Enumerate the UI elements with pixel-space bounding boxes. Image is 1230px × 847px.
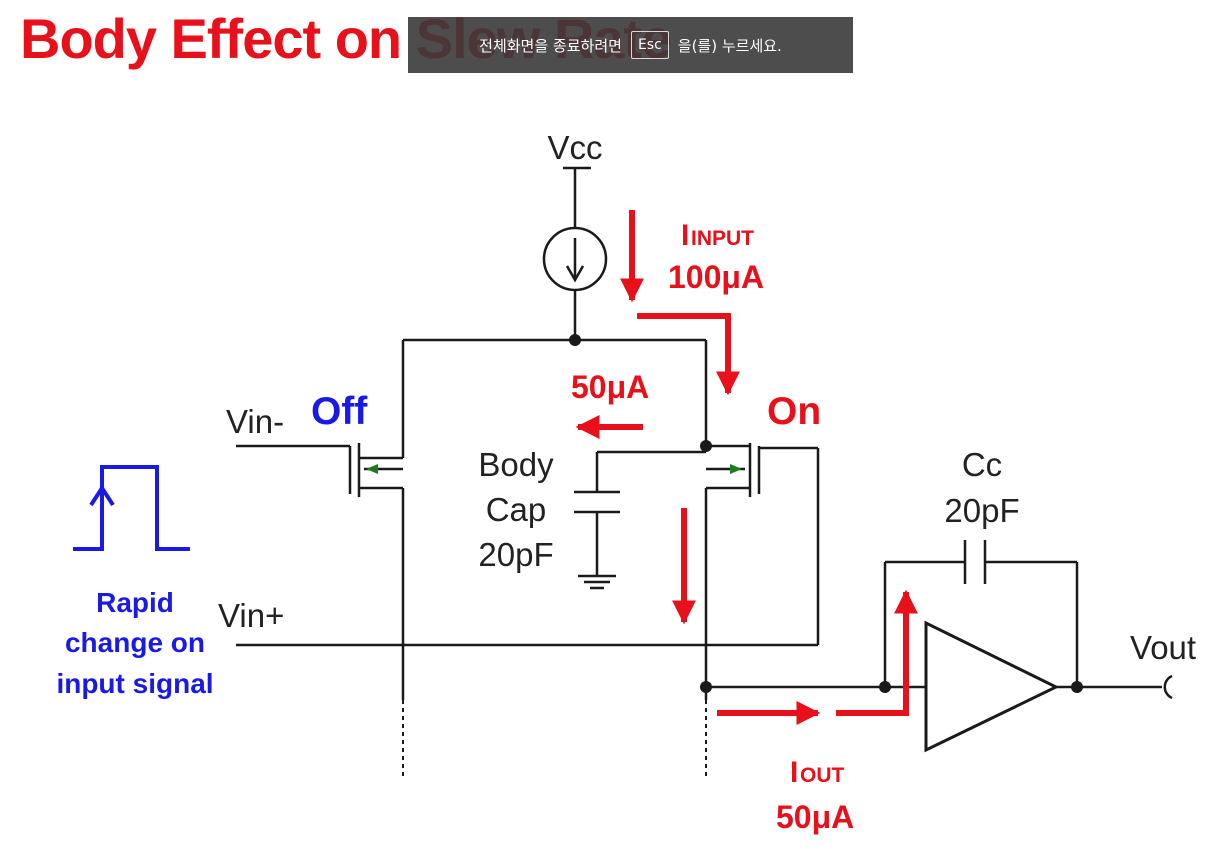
junction-dot <box>569 334 581 346</box>
junction-dot <box>700 681 712 693</box>
junction-dot <box>879 681 891 693</box>
input-current-symbol: I <box>681 219 689 252</box>
input-current-value: 100μA <box>668 259 764 295</box>
input-signal-caption-line2: change on <box>65 627 205 658</box>
body-cap-label-line1: Body <box>478 446 554 483</box>
vcc-label: Vcc <box>547 129 602 166</box>
body-capacitor <box>574 450 706 590</box>
junction-dot <box>1071 681 1083 693</box>
vout-label: Vout <box>1130 629 1196 666</box>
right-body-arrow-icon <box>730 464 742 474</box>
cc-label: Cc <box>962 446 1002 483</box>
junction-dot <box>700 440 712 452</box>
output-current-value: 50μA <box>776 799 854 835</box>
left-body-arrow-icon <box>366 464 378 474</box>
vin-plus-label: Vin+ <box>218 597 284 634</box>
right-transistor-state: On <box>767 390 821 433</box>
toast-text-before: 전체화면을 종료하려면 <box>479 36 622 55</box>
output-stage <box>706 540 1173 700</box>
right-transistor <box>704 443 820 700</box>
input-signal-caption-line3: input signal <box>56 668 213 699</box>
toast-text-after: 을(를) 누르세요. <box>677 36 782 55</box>
left-transistor <box>236 443 405 700</box>
output-current-subscript: OUT <box>800 764 845 787</box>
current-source <box>542 166 608 340</box>
body-cap-value: 20pF <box>478 536 553 573</box>
amplifier-triangle <box>924 620 1060 753</box>
cc-value: 20pF <box>944 492 1019 529</box>
output-current-symbol: I <box>790 756 798 789</box>
input-signal-caption-line1: Rapid <box>96 587 174 618</box>
input-current-subscript: INPUT <box>691 227 754 250</box>
top-rail <box>401 338 708 458</box>
input-pulse-icon <box>73 465 190 551</box>
current-flow-arrows <box>575 210 918 725</box>
left-transistor-state: Off <box>311 390 368 433</box>
fullscreen-exit-toast: 전체화면을 종료하려면 Esc 을(를) 누르세요. <box>408 17 853 73</box>
esc-key-badge: Esc <box>630 31 669 59</box>
vin-minus-label: Vin- <box>226 403 284 440</box>
body-cap-current-value: 50μA <box>571 369 649 405</box>
body-cap-label-line2: Cap <box>486 491 547 528</box>
